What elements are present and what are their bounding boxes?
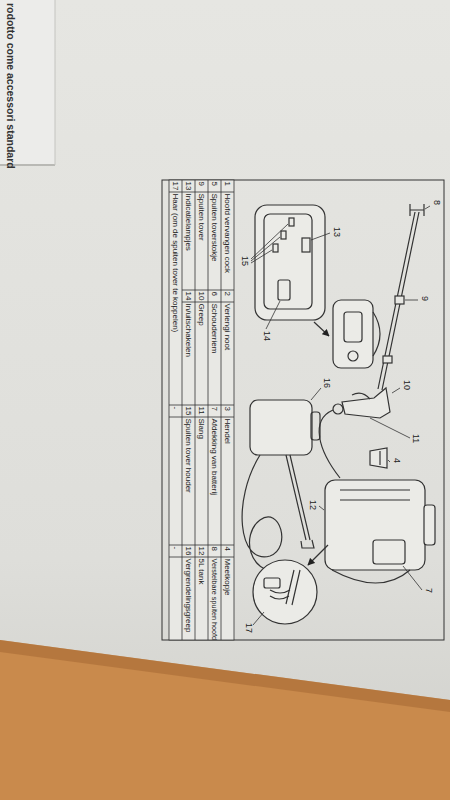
part-name: Verlengi noot — [221, 304, 234, 351]
part-number: - — [169, 407, 182, 410]
part-number: 10 — [195, 292, 208, 301]
callout-number: 7 — [423, 588, 434, 593]
part-name: Haar (om de spuiten tover te koppelen) — [169, 194, 182, 333]
part-name: In/uitschakelen — [182, 304, 195, 357]
part-number: 9 — [195, 182, 208, 186]
part-number: 8 — [208, 547, 221, 551]
callout-number: 10 — [401, 380, 412, 390]
part-name: Hendel — [221, 419, 234, 444]
part-number: - — [169, 547, 182, 550]
callout-number: 8 — [431, 200, 442, 205]
part-number: 14 — [182, 292, 195, 301]
part-number: 1 — [221, 182, 234, 186]
part-name: Spuiten toverstokje — [208, 194, 221, 262]
part-number: 16 — [182, 547, 195, 556]
part-name: Greep — [195, 304, 208, 326]
callout-number: 13 — [331, 227, 342, 237]
callout-number: 4 — [391, 458, 402, 463]
header-text: rodotto come accessori standard — [4, 3, 17, 169]
part-number: 3 — [221, 407, 234, 411]
part-name: Vergrendelingsgreep — [182, 559, 195, 633]
part-number: 5 — [208, 182, 221, 186]
callout-number: 11 — [410, 434, 421, 443]
part-name: Afdekking van batterij — [208, 419, 221, 496]
part-name: Indicatielampjes — [182, 194, 195, 251]
callout-number: 15 — [239, 256, 250, 266]
callout-number: 17 — [243, 623, 254, 633]
part-number: 4 — [221, 547, 234, 551]
part-name: Verstelbare spuiten hoofd — [208, 559, 221, 641]
part-name: 5L tank — [195, 559, 208, 585]
part-name: Hoofd vervangen cock — [221, 194, 234, 274]
part-name: Slang — [195, 419, 208, 439]
part-number: 12 — [195, 547, 208, 556]
part-number: 17 — [169, 182, 182, 191]
callout-number: 9 — [419, 296, 430, 301]
part-name: Spuiten tover — [195, 194, 208, 241]
callout-number: 12 — [307, 500, 318, 510]
part-number: 11 — [195, 407, 208, 415]
part-number: 6 — [208, 292, 221, 296]
callout-number: 14 — [261, 331, 272, 341]
part-number: 7 — [208, 407, 221, 411]
callout-number: 16 — [321, 378, 332, 388]
part-name: Spuiten tover houder — [182, 419, 195, 493]
part-number: 13 — [182, 182, 195, 191]
part-name: Schouderriem — [208, 304, 221, 354]
part-number: 2 — [221, 292, 234, 296]
part-number: 15 — [182, 407, 195, 416]
part-name: Meetkopje — [221, 559, 234, 596]
